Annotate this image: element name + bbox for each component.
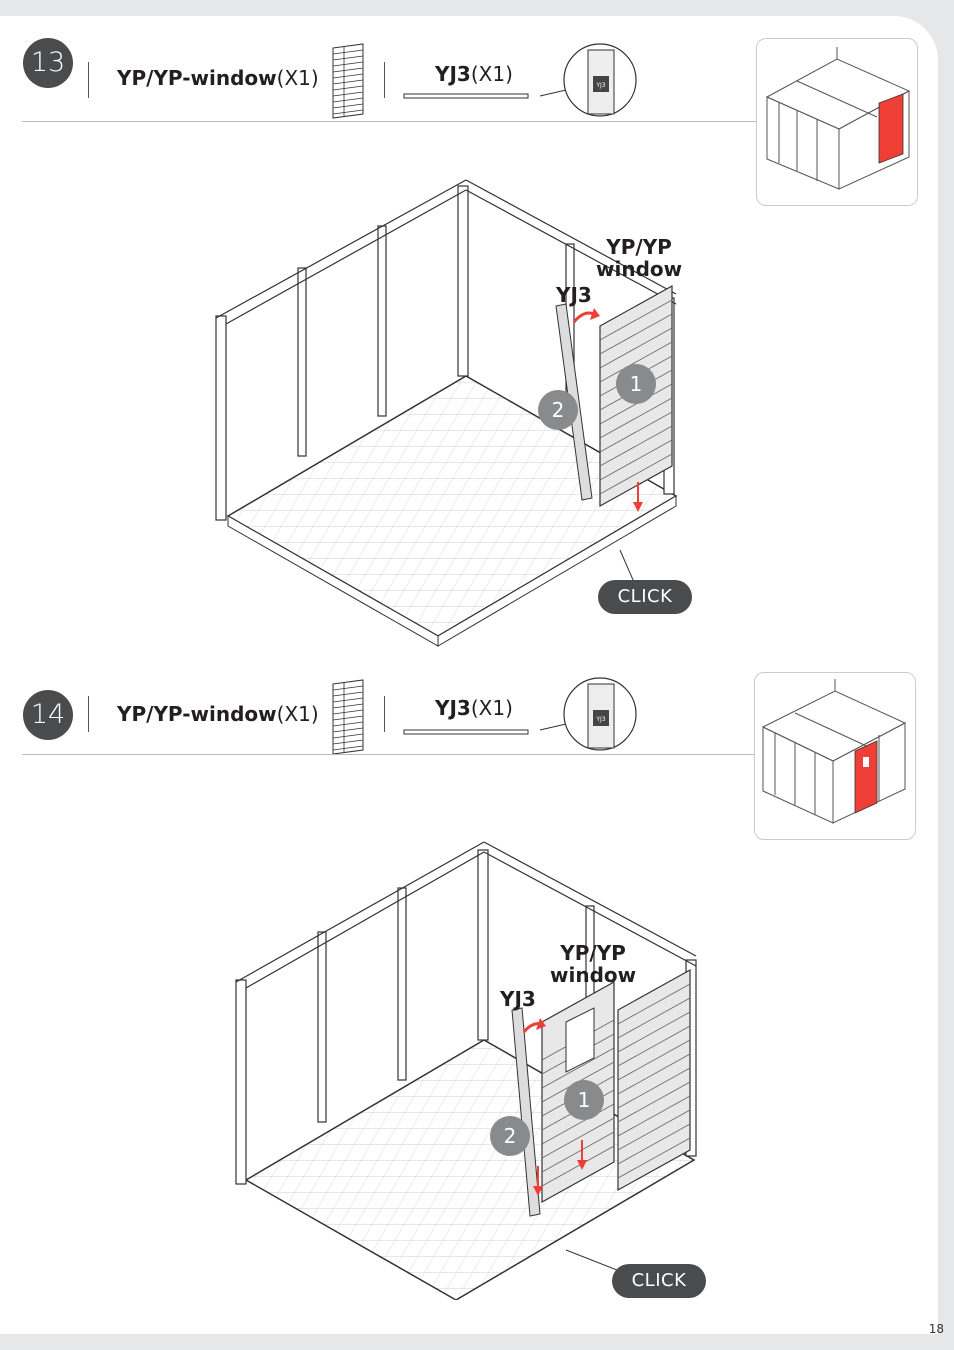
connector-part-icon: YJ3	[403, 677, 637, 751]
panel-part-icon	[332, 43, 364, 119]
connector-part-qty: (X1)	[470, 62, 513, 86]
connector-tag: YJ3	[595, 716, 605, 723]
connector-callout: YJ3	[556, 283, 592, 307]
connector-part-label: YJ3(X1)	[435, 62, 513, 86]
connector-part-label: YJ3(X1)	[435, 696, 513, 720]
step-badge-1: 1	[616, 364, 656, 404]
separator	[88, 62, 89, 98]
separator	[88, 696, 89, 732]
panel-part-label: YP/YP-window(X1)	[117, 66, 319, 90]
click-label: CLICK	[612, 1264, 706, 1298]
connector-tag: YJ3	[595, 82, 605, 89]
panel-callout: YP/YP window	[596, 235, 683, 281]
click-label: CLICK	[598, 580, 692, 614]
connector-part-qty: (X1)	[470, 696, 513, 720]
page-number: 18	[928, 1322, 944, 1336]
panel-part-label: YP/YP-window(X1)	[117, 702, 319, 726]
panel-callout: YP/YP window	[550, 941, 637, 987]
step-number: 13	[23, 38, 73, 88]
assembly-illustration: YP/YP window YJ3 1 2 CLICK	[0, 760, 938, 1301]
header-rule	[22, 121, 756, 122]
separator	[384, 62, 385, 98]
step-badge-2: 2	[538, 390, 578, 430]
step-number: 14	[23, 690, 73, 740]
connector-part-name: YJ3	[435, 696, 471, 720]
step-badge-2: 2	[490, 1116, 530, 1156]
panel-part-icon	[332, 679, 364, 755]
step-14: 14 YP/YP-window(X1) YJ3(X1) YJ3	[0, 650, 938, 1301]
panel-part-name: YP/YP-window	[117, 66, 277, 90]
header-rule	[22, 754, 756, 755]
connector-callout: YJ3	[500, 987, 536, 1011]
panel-part-name: YP/YP-window	[117, 702, 277, 726]
location-thumbnail	[756, 38, 918, 206]
step-badge-1: 1	[564, 1080, 604, 1120]
location-thumbnail	[754, 672, 916, 840]
separator	[384, 696, 385, 732]
connector-part-name: YJ3	[435, 62, 471, 86]
connector-part-icon: YJ3	[403, 43, 637, 117]
step-13: 13 YP/YP-window(X1) YJ3(X1) YJ3	[0, 16, 938, 666]
panel-part-qty: (X1)	[276, 66, 319, 90]
panel-part-qty: (X1)	[276, 702, 319, 726]
assembly-illustration: YP/YP window YJ3 1 2 CLICK	[0, 126, 938, 666]
